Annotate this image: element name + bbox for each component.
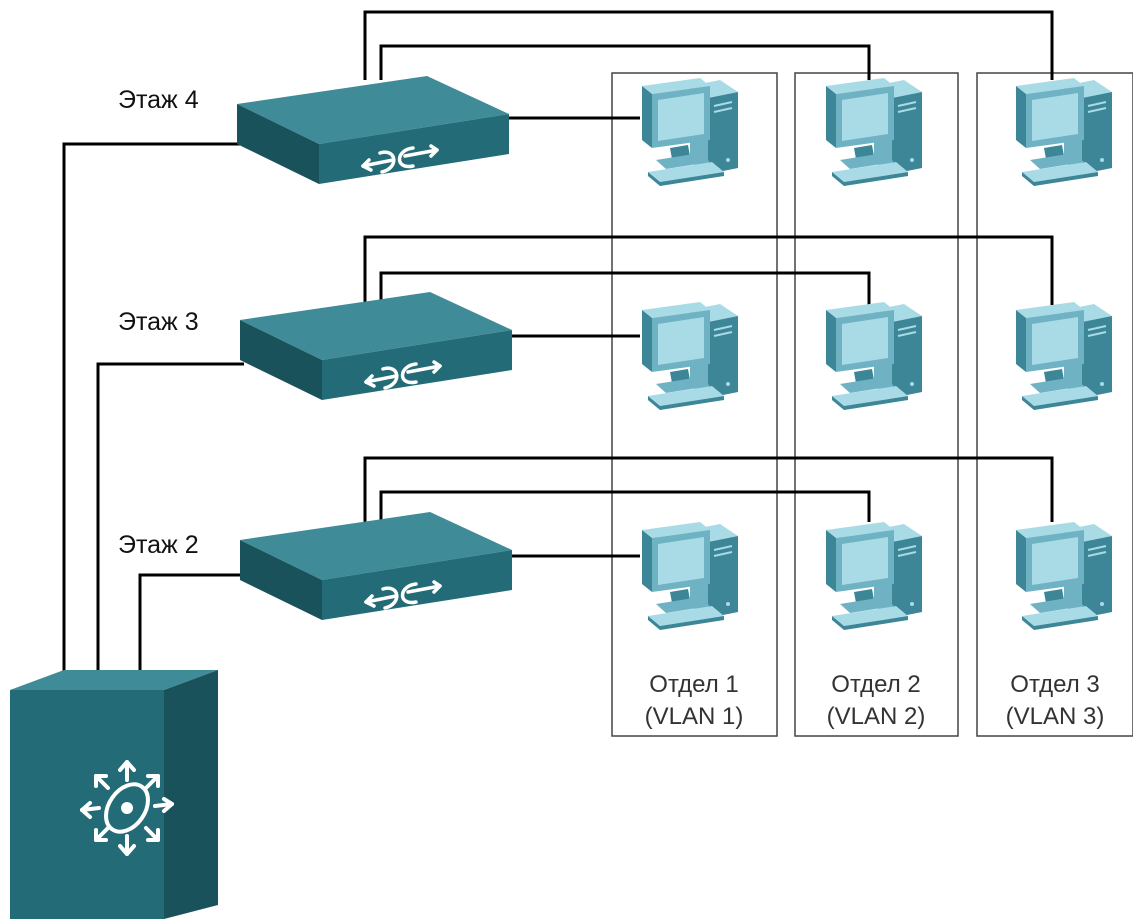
switch-floor-2	[238, 510, 514, 622]
multilayer-arrows-icon	[80, 760, 174, 856]
department-2-name: Отдел 2	[831, 671, 920, 698]
floor-3-label: Этаж 3	[118, 308, 199, 336]
pc-floor-3-dept-3	[1015, 301, 1113, 411]
cable-f3-pc3	[363, 235, 1054, 305]
uplink-floor-3	[96, 362, 244, 700]
cable-f4-pc2	[379, 44, 871, 80]
department-2-frame	[794, 72, 959, 737]
floor-2-label: Этаж 2	[118, 531, 199, 559]
floor-4-label: Этаж 4	[118, 86, 199, 114]
department-3-frame	[976, 72, 1133, 737]
department-1-name: Отдел 1	[649, 671, 738, 698]
cable-f3-pc2	[379, 271, 871, 305]
switch-floor-3	[238, 290, 514, 402]
department-frames	[611, 72, 1133, 737]
pc-floor-2-dept-1	[641, 521, 739, 631]
department-1-vlan: (VLAN 1)	[645, 703, 744, 730]
pc-floor-2-dept-2	[825, 521, 923, 631]
pc-floor-3-dept-1	[641, 301, 739, 411]
pc-floor-4-dept-1	[641, 77, 739, 187]
workstations	[641, 77, 1113, 631]
department-3-name: Отдел 3	[1010, 671, 1099, 698]
pc-floor-2-dept-3	[1015, 521, 1113, 631]
pc-floor-3-dept-2	[825, 301, 923, 411]
core-switch	[10, 670, 218, 919]
cables	[62, 10, 1054, 712]
pc-floor-4-dept-3	[1015, 77, 1113, 187]
cable-f2-pc3	[363, 456, 1054, 522]
department-1-frame	[611, 72, 778, 737]
cable-f4-pc3	[363, 10, 1054, 80]
department-3-vlan: (VLAN 3)	[1006, 703, 1105, 730]
uplink-floor-4	[62, 142, 244, 712]
pc-floor-4-dept-2	[825, 77, 923, 187]
uplink-floor-2	[138, 573, 244, 690]
cable-f2-pc2	[379, 490, 871, 522]
department-2-vlan: (VLAN 2)	[827, 703, 926, 730]
switch-floor-4	[235, 74, 511, 186]
